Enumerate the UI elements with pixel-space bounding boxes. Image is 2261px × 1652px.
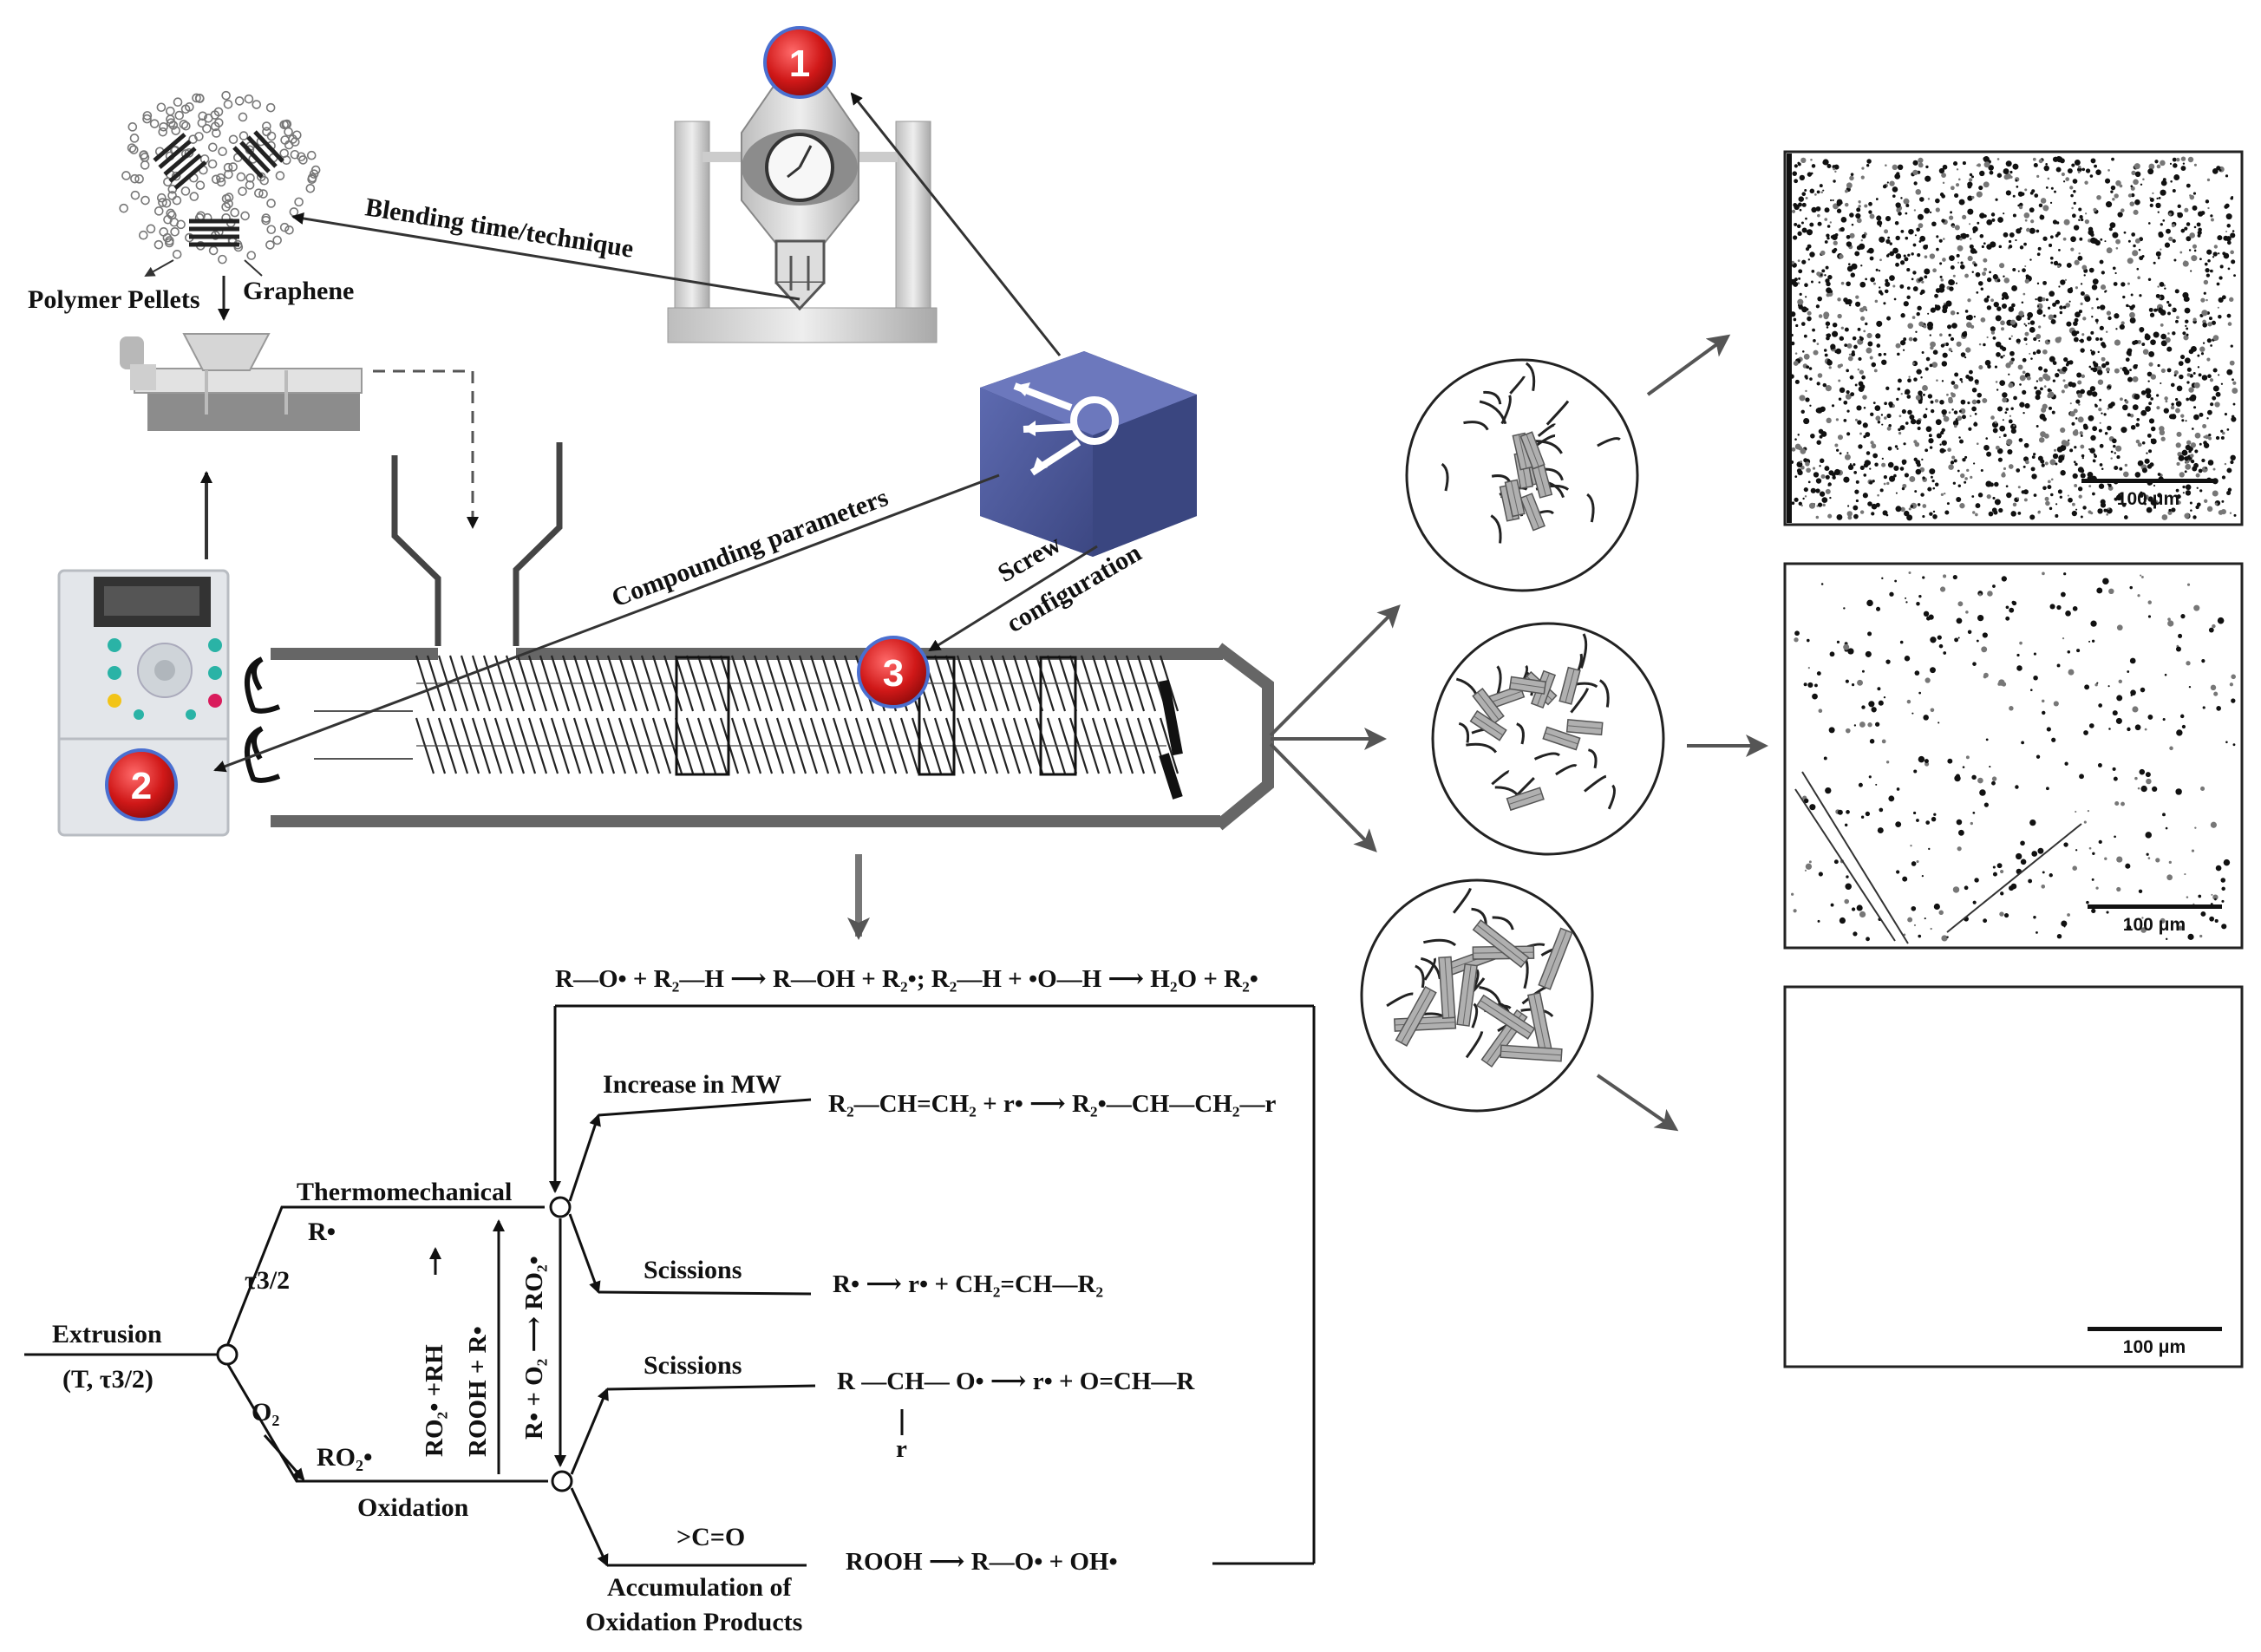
svg-text:2: 2 (131, 765, 152, 807)
control-panel-icon (57, 569, 230, 837)
top-equation: R—O• + R₂—H ⟶ R—OH + R₂•; R₂—H + •O—H ⟶ … (555, 965, 1258, 993)
screw-config-arrow (928, 545, 1098, 652)
compounding-arrow (213, 473, 1000, 773)
circle-to-micrograph-1 (1646, 334, 1731, 396)
extrusion-params: (T, τ3/2) (62, 1365, 154, 1394)
cube-to-blender-arrow (850, 92, 1062, 356)
o2-label: O₂ (252, 1398, 279, 1427)
svg-text:3: 3 (883, 652, 904, 695)
micrograph-medium (1783, 562, 2244, 950)
output-arrow-top (1269, 604, 1401, 737)
blending-arrow (291, 212, 800, 301)
scissions-label-1: Scissions (644, 1256, 742, 1284)
accumulation-label-2: Oxidation Products (585, 1608, 802, 1636)
configuration-cube-icon (980, 351, 1197, 557)
scission-equation-1: R• ⟶ r• + CH₂=CH—R₂ (833, 1270, 1103, 1298)
blending-label: Blending time/technique (363, 193, 636, 263)
screw-label: Screw (993, 529, 1066, 588)
thermomechanical-node (549, 1196, 572, 1218)
extrusion-label: Extrusion (52, 1320, 162, 1348)
graphene-label: Graphene (243, 277, 354, 305)
output-arrow-bottom (1269, 742, 1377, 852)
vertical-ro2-rh: RO₂• +RH (421, 1344, 448, 1457)
inlet-hook-bottom (245, 726, 281, 783)
oxidation-node (551, 1470, 573, 1492)
vertical-r-o2: R• + O₂ ⟶ RO₂• (520, 1256, 548, 1440)
oxidation-label: Oxidation (357, 1493, 469, 1522)
scale-bar-2: 100 μm (2088, 904, 2222, 935)
scissions-label-2: Scissions (644, 1351, 742, 1380)
pellet-blend-icon (119, 90, 321, 264)
scale-bar-1: 100 μm (2081, 479, 2216, 509)
twin-screw-extruder (271, 442, 1274, 831)
scission-r-sub: r (896, 1435, 907, 1463)
circle-to-micrograph-3 (1596, 1074, 1679, 1132)
badge-2: 2 (105, 748, 178, 821)
compounding-label: Compounding parameters (608, 483, 892, 613)
polymer-pellets-label: Polymer Pellets (28, 285, 200, 314)
mw-equation: R₂—CH=CH₂ + r• ⟶ R₂•—CH—CH₂—r (828, 1090, 1276, 1118)
micrograph-poor (1783, 985, 2244, 1368)
accumulation-label-1: Accumulation of (607, 1573, 793, 1602)
blender-icon (667, 82, 938, 343)
carbonyl-label: >C=O (676, 1523, 745, 1551)
badge-3: 3 (857, 636, 930, 708)
vertical-rooh: ROOH + R• (464, 1326, 492, 1457)
badge-1: 1 (763, 26, 836, 99)
svg-text:100 μm: 100 μm (2123, 915, 2186, 935)
dispersion-circle-poor (1360, 878, 1594, 1113)
rooh-equation: ROOH ⟶ R—O• + OH• (846, 1548, 1118, 1576)
extrusion-node (216, 1343, 239, 1366)
svg-text:100 μm: 100 μm (2117, 489, 2179, 509)
r-radical-label: R• (308, 1218, 336, 1246)
scission-equation-2: R —CH— O• ⟶ r• + O=CH—R (837, 1368, 1195, 1395)
dashed-feed-arrow (373, 369, 479, 529)
tau-label: τ3/2 (245, 1266, 290, 1295)
increase-mw-label: Increase in MW (603, 1070, 781, 1099)
inlet-hook-top (245, 656, 281, 714)
svg-text:100 μm: 100 μm (2123, 1337, 2186, 1357)
svg-text:1: 1 (789, 42, 810, 85)
ro2-radical-label: RO₂• (317, 1443, 373, 1472)
hopper-extruder-icon (120, 333, 363, 431)
thermomechanical-label: Thermomechanical (297, 1178, 512, 1206)
scale-bar-3: 100 μm (2088, 1327, 2222, 1357)
